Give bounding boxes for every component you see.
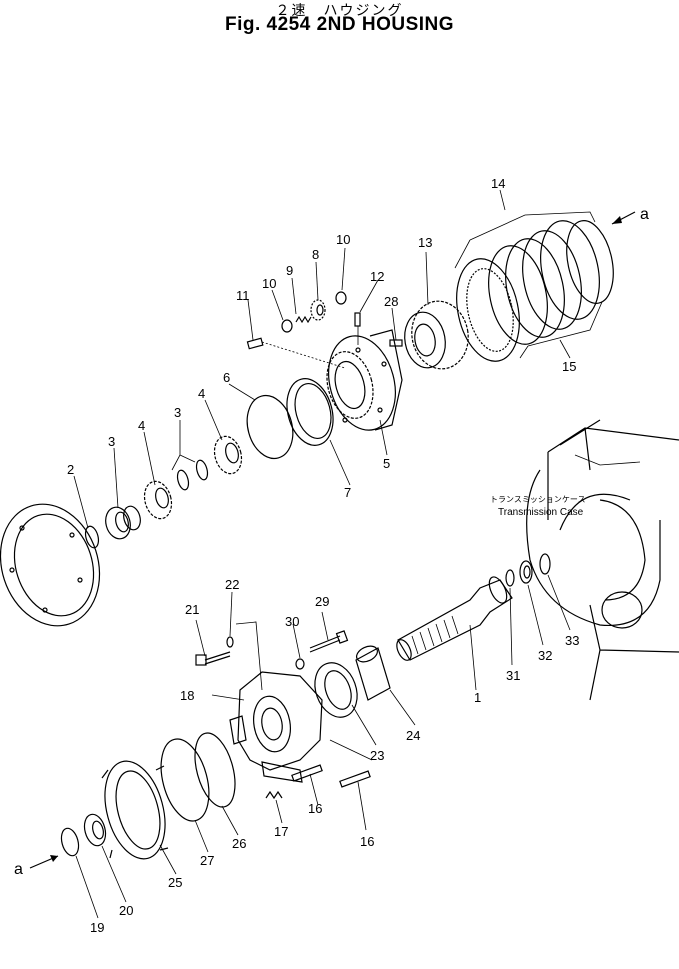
leader-22: [235, 621, 263, 691]
bolt-29: [309, 630, 349, 653]
callout-24: 24: [406, 728, 420, 743]
callout-18: 18: [180, 688, 194, 703]
callout-20: 20: [119, 903, 133, 918]
bolt-21: [195, 651, 231, 666]
figure-title: Fig. 4254 2ND HOUSING: [224, 14, 455, 35]
pin-11: [246, 337, 346, 369]
transmission-case: [526, 419, 679, 701]
callout-3-right: 3: [174, 405, 181, 420]
arrow-a-bottom: [29, 855, 59, 869]
callout-6: 6: [223, 370, 230, 385]
callout-12: 12: [370, 269, 384, 284]
arrow-a-top-label: a: [640, 206, 649, 223]
pin-16b: [339, 770, 371, 788]
callout-32: 32: [538, 648, 552, 663]
callout-30: 30: [285, 614, 299, 629]
housing-18: [229, 671, 373, 783]
callout-4-left: 4: [138, 418, 145, 433]
spring-17: [265, 790, 283, 800]
bearing-23: [314, 662, 358, 718]
callout-33: 33: [565, 633, 579, 648]
cover-25: [101, 760, 169, 860]
callout-9: 9: [286, 263, 293, 278]
callout-26: 26: [232, 836, 246, 851]
seal-ring-7: [286, 378, 334, 446]
callout-10-right: 10: [336, 232, 350, 247]
o-ring-6: [246, 394, 294, 460]
callout-13: 13: [418, 235, 432, 250]
gear-carrier-13: [404, 300, 469, 370]
arrow-a-top: [611, 211, 636, 225]
clutch-pack-14-15: [454, 211, 614, 362]
case-label-en: Transmission Case: [498, 507, 584, 518]
callout-29: 29: [315, 594, 329, 609]
callout-11: 11: [236, 288, 250, 303]
ring-3b: [195, 459, 209, 481]
callout-21: 21: [185, 602, 199, 617]
callout-23: 23: [370, 748, 384, 763]
callout-15: 15: [562, 359, 576, 374]
callout-22: 22: [225, 577, 239, 592]
gear-8: [310, 299, 326, 321]
o-ring-27: [160, 738, 210, 822]
gear-4-left: [143, 480, 173, 520]
pin-28: [389, 339, 403, 347]
spring-9: [295, 315, 312, 324]
bearing-20: [83, 813, 107, 847]
callout-7: 7: [344, 485, 351, 500]
snap-ring-2: [84, 525, 100, 549]
callout-10-left: 10: [262, 276, 276, 291]
snap-ring-19: [60, 827, 80, 857]
pin-12: [354, 312, 361, 327]
arrow-a-bottom-label: a: [14, 861, 23, 878]
bearing-3: [105, 505, 141, 540]
washer-10a: [281, 319, 293, 333]
gear-4-right: [213, 435, 243, 475]
o-ring-26: [194, 732, 236, 808]
callout-31: 31: [506, 668, 520, 683]
callout-5: 5: [383, 456, 390, 471]
leader-lines: [73, 189, 571, 919]
callout-27: 27: [200, 853, 214, 868]
title-japanese: ２速 ハウジング: [275, 3, 404, 19]
callout-16-right: 16: [360, 834, 374, 849]
callout-3-left: 3: [108, 434, 115, 449]
gasket-plate: [0, 503, 101, 627]
washer-22: [226, 636, 234, 648]
bearing-32: [519, 560, 533, 584]
callout-1: 1: [474, 690, 481, 705]
callout-14: 14: [491, 176, 505, 191]
sleeve-24: [355, 645, 391, 701]
washer-30: [295, 658, 305, 670]
callout-2: 2: [67, 462, 74, 477]
ring-33: [539, 553, 551, 575]
ring-3a: [176, 469, 190, 491]
washer-10b: [335, 291, 347, 305]
callout-19: 19: [90, 920, 104, 935]
snap-ring-31: [505, 569, 515, 587]
housing-5: [326, 329, 403, 431]
callout-25: 25: [168, 875, 182, 890]
callout-4-right: 4: [198, 386, 205, 401]
pin-16a: [291, 764, 323, 782]
callout-17: 17: [274, 824, 288, 839]
callout-8: 8: [312, 247, 319, 262]
case-label-jp: トランスミッションケース: [490, 495, 585, 504]
callout-16-left: 16: [308, 801, 322, 816]
callout-28: 28: [384, 294, 398, 309]
shaft-1: [396, 576, 513, 661]
